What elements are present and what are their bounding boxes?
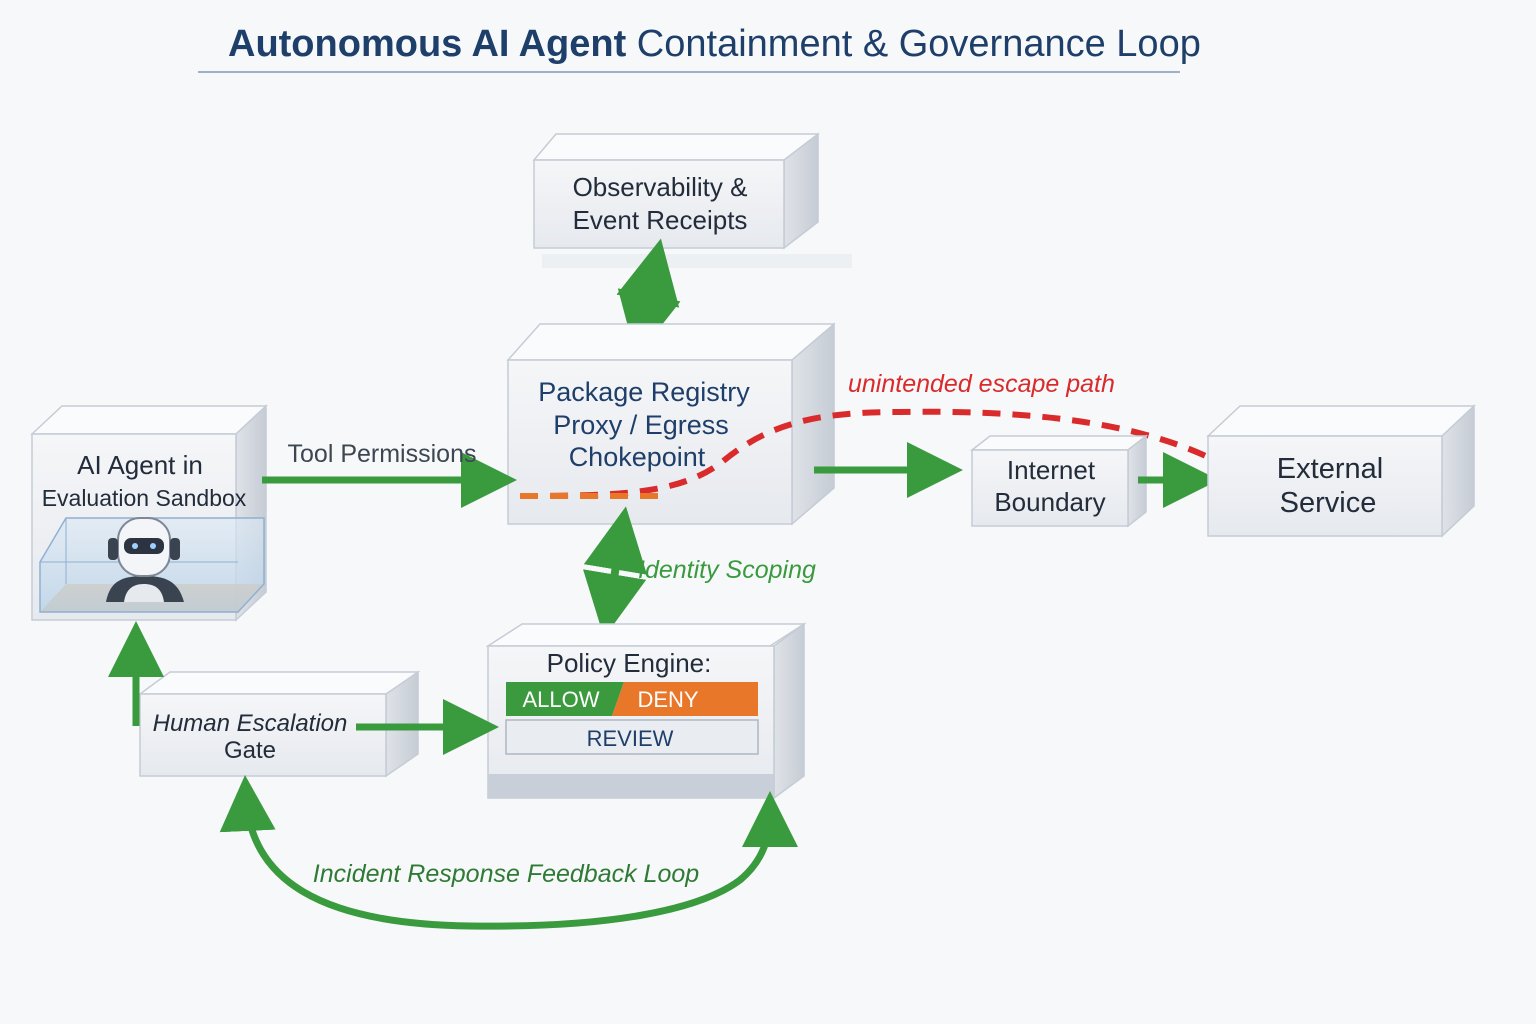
- policy-heading: Policy Engine:: [547, 648, 712, 678]
- observability-line1: Observability &: [573, 172, 748, 202]
- robot-icon: [106, 517, 184, 602]
- diagram-title: Autonomous AI Agent Containment & Govern…: [228, 23, 1201, 65]
- registry-line3: Chokepoint: [569, 442, 706, 472]
- agent-sandbox-node: AI Agent in Evaluation Sandbox: [30, 404, 268, 622]
- human-line2: Gate: [224, 737, 276, 764]
- review-label: REVIEW: [587, 726, 674, 751]
- allow-deny-bar: ALLOW DENY: [506, 682, 758, 716]
- internet-line2: Boundary: [994, 487, 1105, 517]
- observability-node: Observability & Event Receipts: [532, 132, 852, 268]
- observability-line2: Event Receipts: [573, 205, 748, 235]
- agent-line2: Evaluation Sandbox: [42, 485, 247, 511]
- deny-label: DENY: [637, 687, 698, 712]
- external-line1: External: [1277, 453, 1383, 485]
- external-line2: Service: [1280, 487, 1377, 519]
- external-service-node: External Service: [1206, 404, 1476, 538]
- identity-scoping-label: Identity Scoping: [638, 556, 816, 584]
- feedback-loop-arrow: [219, 775, 798, 930]
- observability-registry-arrow: [616, 238, 681, 358]
- review-box: [505, 719, 759, 755]
- registry-line1: Package Registry: [538, 377, 750, 407]
- agent-line1: AI Agent in: [77, 450, 203, 480]
- escape-path-label: unintended escape path: [848, 370, 1115, 398]
- human-line1: Human Escalation: [153, 710, 348, 737]
- identity-scoping-arrow: [583, 506, 647, 638]
- feedback-loop-label: Incident Response Feedback Loop: [313, 860, 699, 888]
- internet-boundary-node: Internet Boundary: [969, 434, 1149, 528]
- escape-path-line: [519, 408, 1212, 499]
- tool-permissions-label: Tool Permissions: [288, 440, 477, 468]
- registry-line2: Proxy / Egress: [553, 410, 729, 440]
- internet-line1: Internet: [1007, 455, 1096, 485]
- policy-engine-node: Policy Engine: ALLOW DENY REVIEW: [485, 622, 807, 800]
- allow-label: ALLOW: [522, 687, 599, 712]
- registry-node: Package Registry Proxy / Egress Chokepoi…: [506, 322, 836, 526]
